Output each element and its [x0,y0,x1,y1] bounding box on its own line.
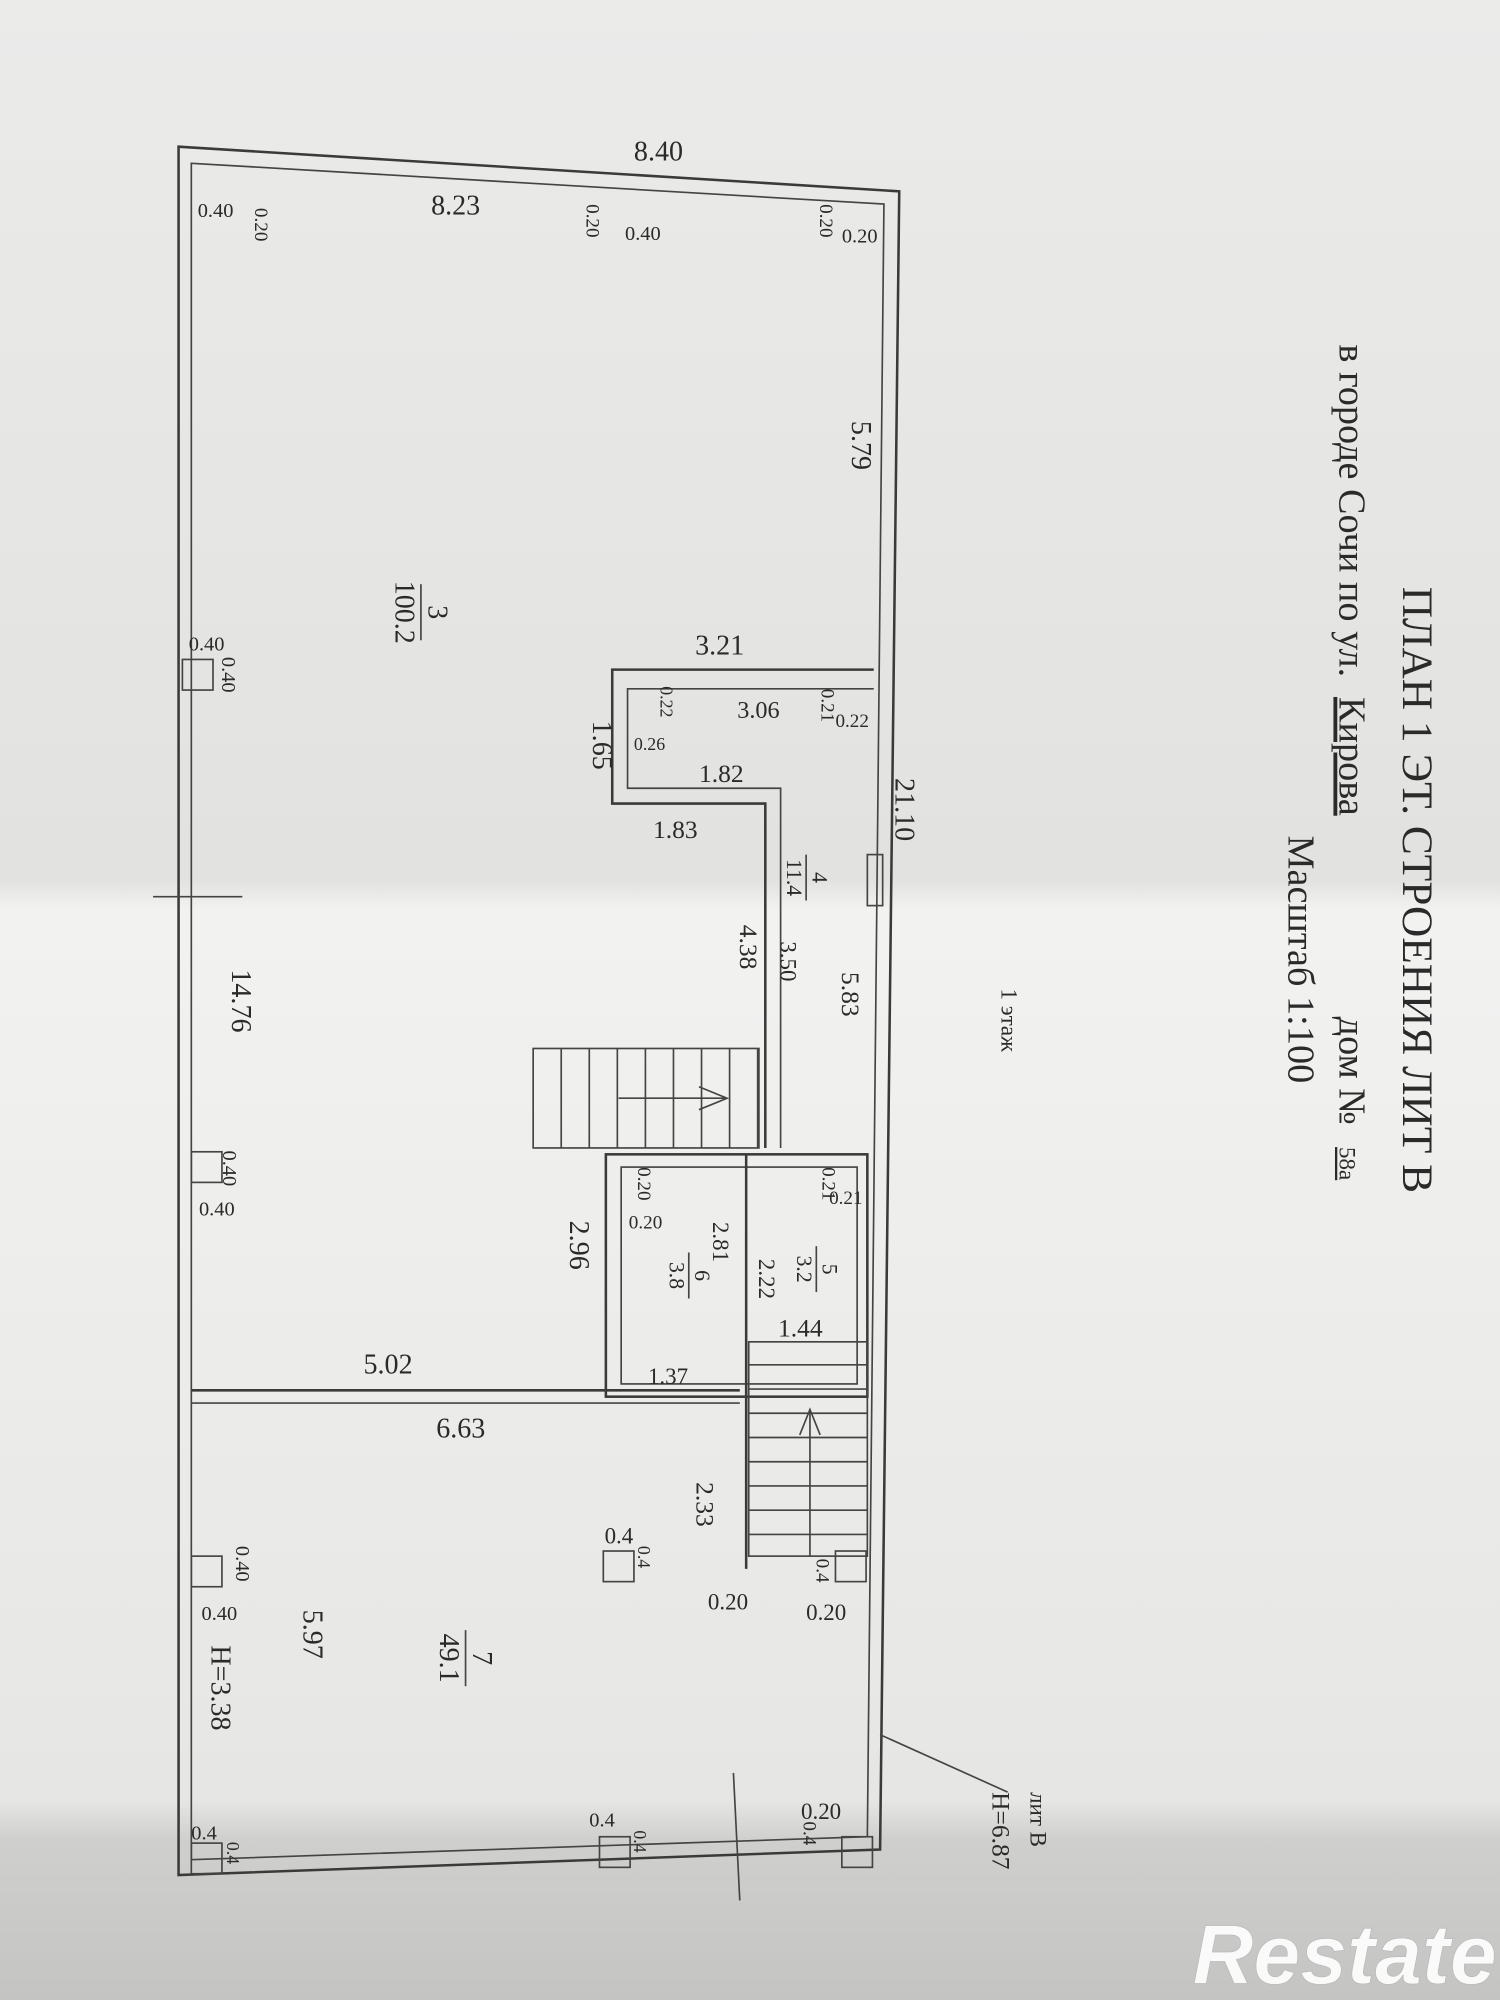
column [190,1842,223,1875]
column [190,1555,223,1588]
watermark-logo: Restate [1193,1907,1497,2000]
column [834,1550,867,1583]
address-line: в городе Сочи по ул. Кирова дом № 58а [1330,344,1372,1180]
dimension-label: 2.81 [708,1222,733,1262]
address-prefix: в городе Сочи по ул. [1330,344,1372,677]
plan-title: ПЛАН 1 ЭТ. СТРОЕНИЯ ЛИТ В [1393,587,1441,1193]
title-block: ПЛАН 1 ЭТ. СТРОЕНИЯ ЛИТ В в городе Сочи … [986,344,1441,1869]
dimension-label: 0.21 [818,1167,839,1200]
dimension-label: 5.83 [836,972,865,1017]
dimension-label: 0.26 [634,734,665,754]
dimension-label: 1.44 [778,1314,823,1343]
staircase-2 [747,1341,869,1557]
room-area: 11.4 [782,859,806,896]
house-number: 58а [1334,1147,1359,1180]
room-area: 49.1 [433,1634,464,1683]
dimension-label: 1.37 [648,1364,688,1389]
dimension-label: 0.20 [801,1799,841,1824]
dimension-label: 0.40 [199,1199,235,1221]
dimension-label: 0.4 [811,1559,832,1583]
dimension-label: 0.22 [657,686,677,717]
room-number: 5 [818,1264,842,1275]
stair-arrow [618,1085,730,1111]
dimension-label: 6.63 [436,1414,485,1445]
columns [181,658,874,1875]
floor-label: 1 этаж [996,989,1021,1053]
dimension-label: 2.22 [754,1259,779,1299]
dimension-label: 0.4 [799,1821,820,1845]
dimension-label: 0.4 [589,1810,615,1832]
dimension-label: 5.79 [845,421,876,470]
room-number: 7 [466,1651,497,1665]
dimension-label: 1.82 [699,759,744,788]
dimension-label: 21.10 [888,778,919,841]
dimension-label: 0.4 [223,1842,243,1864]
scale-label: Масштаб 1:100 [1279,835,1321,1083]
lit-label: лит В [1026,1792,1051,1847]
dimension-label: 0.20 [250,208,271,241]
dimension-label: 5.97 [297,1610,328,1659]
room-number: 6 [690,1270,714,1281]
column [841,1835,874,1869]
dimension-label: 0.20 [582,204,603,237]
dimension-label: 0.21 [829,1188,862,1209]
dimension-label: 0.40 [198,200,234,222]
dimension-label: 5.02 [364,1350,413,1381]
dimension-label: 8.40 [634,137,683,168]
room-number: 4 [808,872,832,883]
dimension-label: 0.40 [202,1603,238,1625]
dimension-label: 0.20 [815,204,836,237]
dimension-label: 0.4 [630,1830,650,1852]
room-labels: 3 100.2 4 11.4 5 3.2 6 3.8 7 49.1 Н=3.38 [205,581,842,1731]
dimension-label: 0.20 [806,1600,846,1625]
dimension-label: 0.21 [816,689,837,722]
column [190,1150,223,1184]
room-area: 100.2 [388,581,419,644]
dimension-label: 1.83 [653,815,698,844]
column [181,658,214,691]
column [602,1550,635,1583]
dimension-labels: 8.40 8.23 0.40 0.20 0.20 0.40 0.20 0.20 5.79 21.1… [189,137,920,1865]
room-area: 3.2 [792,1256,816,1283]
dimension-label: 8.23 [431,190,480,221]
dimension-label: 0.40 [217,657,239,693]
house-label: дом № [1330,1017,1372,1125]
room-number: 3 [422,605,453,619]
dimension-label: 0.20 [633,1167,654,1200]
room-height: Н=3.38 [205,1645,236,1730]
lit-height: Н=6.87 [986,1792,1015,1870]
dimension-label: 0.20 [842,225,878,247]
dimension-label: 2.33 [690,1482,719,1527]
dimension-label: 0.4 [191,1822,217,1844]
dimension-label: 0.40 [218,1151,240,1187]
dimension-label: 2.96 [563,1221,594,1270]
dimension-label: 0.20 [629,1212,662,1233]
dimension-label: 0.40 [189,634,225,656]
stair-box [747,1341,869,1557]
dimension-label: 14.76 [225,969,256,1032]
room-area: 3.8 [665,1262,689,1289]
dimension-label: 1.65 [586,721,617,770]
street-name: Кирова [1330,697,1372,816]
dimension-label: 0.22 [835,711,868,732]
dimension-label: 3.06 [737,697,779,724]
dimension-label: 3.21 [695,630,744,661]
interior-walls [191,668,884,1569]
dimension-label: 3.50 [776,941,801,981]
column [598,1835,631,1869]
dimension-label: 0.4 [634,1546,654,1568]
dimension-label: 0.4 [605,1523,634,1548]
dimension-label: 0.20 [708,1590,748,1615]
dimension-label: 0.40 [231,1546,253,1582]
dimension-label: 0.40 [625,223,661,245]
dimension-label: 4.38 [734,925,763,970]
stair-arrow [798,1407,821,1557]
staircase-1 [532,1047,760,1149]
